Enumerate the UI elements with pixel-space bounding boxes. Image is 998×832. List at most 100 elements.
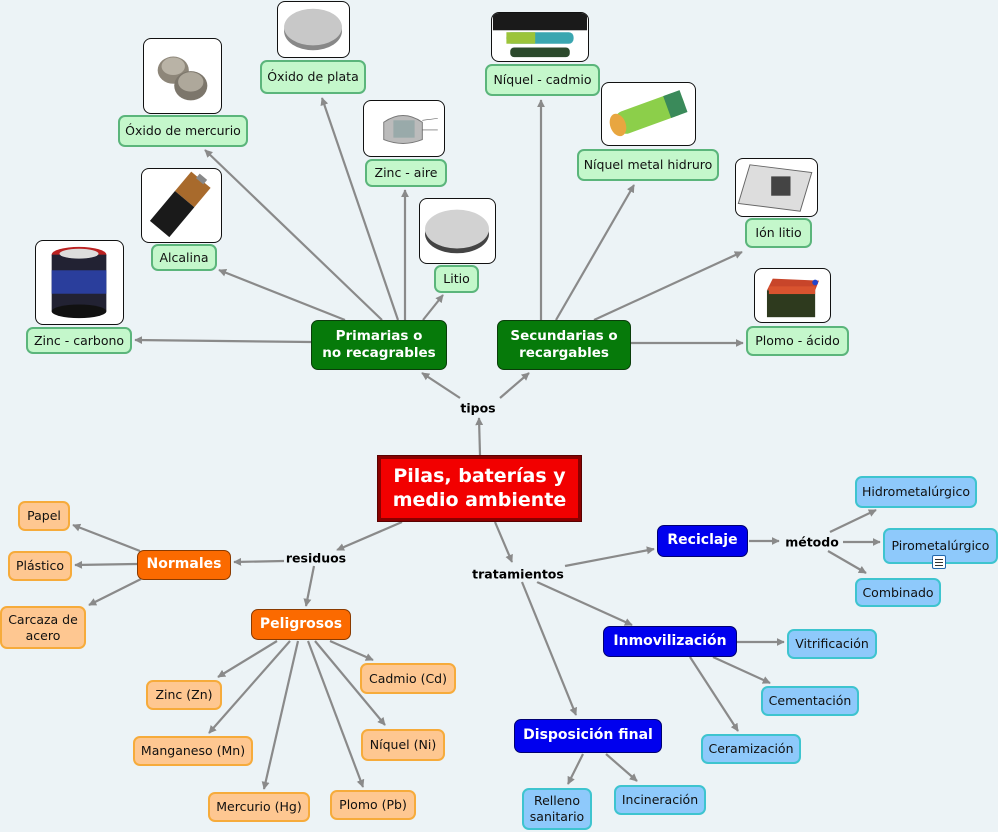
concept-cementacion[interactable]: Cementación xyxy=(761,686,859,716)
alkaline-battery-image xyxy=(141,168,222,243)
root-concept[interactable]: Pilas, baterías y medio ambiente xyxy=(377,455,582,522)
zinc-aire-label: Zinc - aire xyxy=(374,165,438,181)
connector-disposicion-to-incineracion xyxy=(605,753,638,782)
connector-tipos-to-primarias xyxy=(421,372,461,399)
oxido-de-mercurio-label: Óxido de mercurio xyxy=(125,123,241,139)
lithium-coin-cell-image xyxy=(419,198,496,264)
concept-ion-litio[interactable]: Ión litio xyxy=(745,218,812,248)
concept-zinc-carbono[interactable]: Zinc - carbono xyxy=(26,327,132,354)
nimh-1800mah-battery-image xyxy=(601,82,696,146)
connector-peligrosos-to-mercurio xyxy=(261,640,300,790)
concept-reciclaje[interactable]: Reciclaje xyxy=(657,525,748,557)
plomo-pb-label: Plomo (Pb) xyxy=(339,797,407,813)
connector-root-to-residuos xyxy=(336,520,403,552)
connector-tratamientos-to-disposicion xyxy=(520,581,578,716)
manganeso-mn-label: Manganeso (Mn) xyxy=(140,743,246,759)
li-ion-pack-image xyxy=(735,158,818,217)
concept-oxido-de-mercurio[interactable]: Óxido de mercurio xyxy=(118,115,248,147)
pirometalurgico-label: Pirometalúrgico xyxy=(891,538,990,554)
concept-niquel-metal-hidruro[interactable]: Níquel metal hidruro xyxy=(577,149,719,181)
nicd-batteries-image xyxy=(491,12,589,62)
concept-relleno-sanitario[interactable]: Relleno sanitario xyxy=(522,788,592,830)
alcalina-label: Alcalina xyxy=(159,249,209,265)
mercury-oxide-button-cells-image xyxy=(143,38,222,114)
zinc-carbono-label: Zinc - carbono xyxy=(33,332,125,348)
ion-litio-label: Ión litio xyxy=(755,225,802,241)
normales-label: Normales xyxy=(146,556,222,573)
primarias-label: Primarias o no recagrables xyxy=(322,328,436,361)
linking-phrase-metodo[interactable]: método xyxy=(784,534,840,550)
connector-primarias-to-litio xyxy=(422,294,444,321)
plomo-acido-label: Plomo - ácido xyxy=(755,333,840,349)
connector-metodo-to-combinado xyxy=(827,550,867,574)
carcaza-de-acero-label: Carcaza de acero xyxy=(8,611,78,643)
connector-normales-to-papel xyxy=(72,523,141,553)
vitrificacion-label: Vitrificación xyxy=(795,636,869,652)
connector-disposicion-to-relleno xyxy=(567,753,584,785)
concept-ceramizacion[interactable]: Ceramización xyxy=(701,734,801,764)
linking-phrase-residuos[interactable]: residuos xyxy=(284,550,348,566)
connector-residuos-to-normales xyxy=(233,557,285,566)
concept-primarias[interactable]: Primarias o no recagrables xyxy=(311,320,447,370)
concept-zinc-zn[interactable]: Zinc (Zn) xyxy=(146,680,222,710)
concept-combinado[interactable]: Combinado xyxy=(855,578,941,607)
connector-peligrosos-to-cadmio xyxy=(329,639,374,662)
connector-normales-to-plastico xyxy=(74,560,138,569)
connector-tipos-to-secundarias xyxy=(499,372,530,399)
connector-tratamientos-to-inmovilizacion xyxy=(536,580,633,627)
concept-peligrosos[interactable]: Peligrosos xyxy=(251,609,351,640)
concept-niquel-ni[interactable]: Níquel (Ni) xyxy=(361,729,445,761)
concept-vitrificacion[interactable]: Vitrificación xyxy=(787,629,877,659)
concept-inmovilizacion[interactable]: Inmovilización xyxy=(603,626,737,657)
connector-secundarias-to-ion-litio xyxy=(593,251,743,321)
connector-root-to-tipos xyxy=(475,417,484,456)
concept-oxido-de-plata[interactable]: Óxido de plata xyxy=(260,60,366,94)
zinc-carbon-battery-image xyxy=(35,240,124,325)
niquel-cadmio-label: Níquel - cadmio xyxy=(493,72,592,88)
zinc-air-cell-diagram-image xyxy=(363,100,445,157)
concept-papel[interactable]: Papel xyxy=(18,501,70,531)
linking-phrase-tratamientos[interactable]: tratamientos xyxy=(471,566,565,582)
concept-plomo-acido[interactable]: Plomo - ácido xyxy=(746,326,849,356)
relleno-sanitario-label: Relleno sanitario xyxy=(529,793,585,824)
connector-peligrosos-to-plomo xyxy=(306,640,365,788)
cadmio-cd-label: Cadmio (Cd) xyxy=(368,670,447,686)
zinc-zn-label: Zinc (Zn) xyxy=(155,687,213,703)
concept-cadmio-cd[interactable]: Cadmio (Cd) xyxy=(360,663,456,694)
concept-hidrometalurgico[interactable]: Hidrometalúrgico xyxy=(855,476,977,508)
plastico-label: Plástico xyxy=(15,558,65,574)
concept-secundarias[interactable]: Secundarias o recargables xyxy=(497,320,631,370)
connector-tratamientos-to-reciclaje xyxy=(564,546,655,568)
niquel-ni-label: Níquel (Ni) xyxy=(369,737,437,753)
concept-normales[interactable]: Normales xyxy=(137,550,231,580)
concept-litio[interactable]: Litio xyxy=(434,265,479,293)
concept-zinc-aire[interactable]: Zinc - aire xyxy=(365,159,447,187)
concept-mercurio-hg[interactable]: Mercurio (Hg) xyxy=(208,792,310,822)
niquel-metal-hidruro-label: Níquel metal hidruro xyxy=(583,157,713,173)
litio-label: Litio xyxy=(443,271,470,287)
connector-normales-to-carcaza xyxy=(88,578,142,606)
concept-disposicion-final[interactable]: Disposición final xyxy=(514,719,662,753)
attached-resource-icon[interactable] xyxy=(932,555,946,569)
concept-manganeso-mn[interactable]: Manganeso (Mn) xyxy=(133,736,253,766)
combinado-label: Combinado xyxy=(862,584,934,600)
lead-acid-car-battery-image xyxy=(754,268,831,323)
concept-plastico[interactable]: Plástico xyxy=(8,551,72,581)
connector-root-to-tratamientos xyxy=(493,521,514,563)
connector-primarias-to-oxido-mercurio xyxy=(204,149,383,321)
concept-carcaza-de-acero[interactable]: Carcaza de acero xyxy=(0,606,86,649)
root-label: Pilas, baterías y medio ambiente xyxy=(392,464,567,511)
connector-primarias-to-zinc-carbono xyxy=(134,336,312,345)
secundarias-label: Secundarias o recargables xyxy=(510,328,618,361)
oxido-de-plata-label: Óxido de plata xyxy=(267,69,359,85)
concept-plomo-pb[interactable]: Plomo (Pb) xyxy=(330,790,416,820)
connector-metodo-to-hidrometalurgico xyxy=(829,509,877,533)
concept-incineracion[interactable]: Incineración xyxy=(614,785,706,815)
concept-alcalina[interactable]: Alcalina xyxy=(151,244,217,271)
connector-inmovilizacion-to-cementacion xyxy=(712,655,771,685)
concept-niquel-cadmio[interactable]: Níquel - cadmio xyxy=(485,64,600,96)
linking-phrase-tipos[interactable]: tipos xyxy=(459,400,497,416)
cementacion-label: Cementación xyxy=(768,693,852,709)
hidrometalurgico-label: Hidrometalúrgico xyxy=(862,484,970,500)
connector-residuos-to-peligrosos xyxy=(303,565,316,607)
